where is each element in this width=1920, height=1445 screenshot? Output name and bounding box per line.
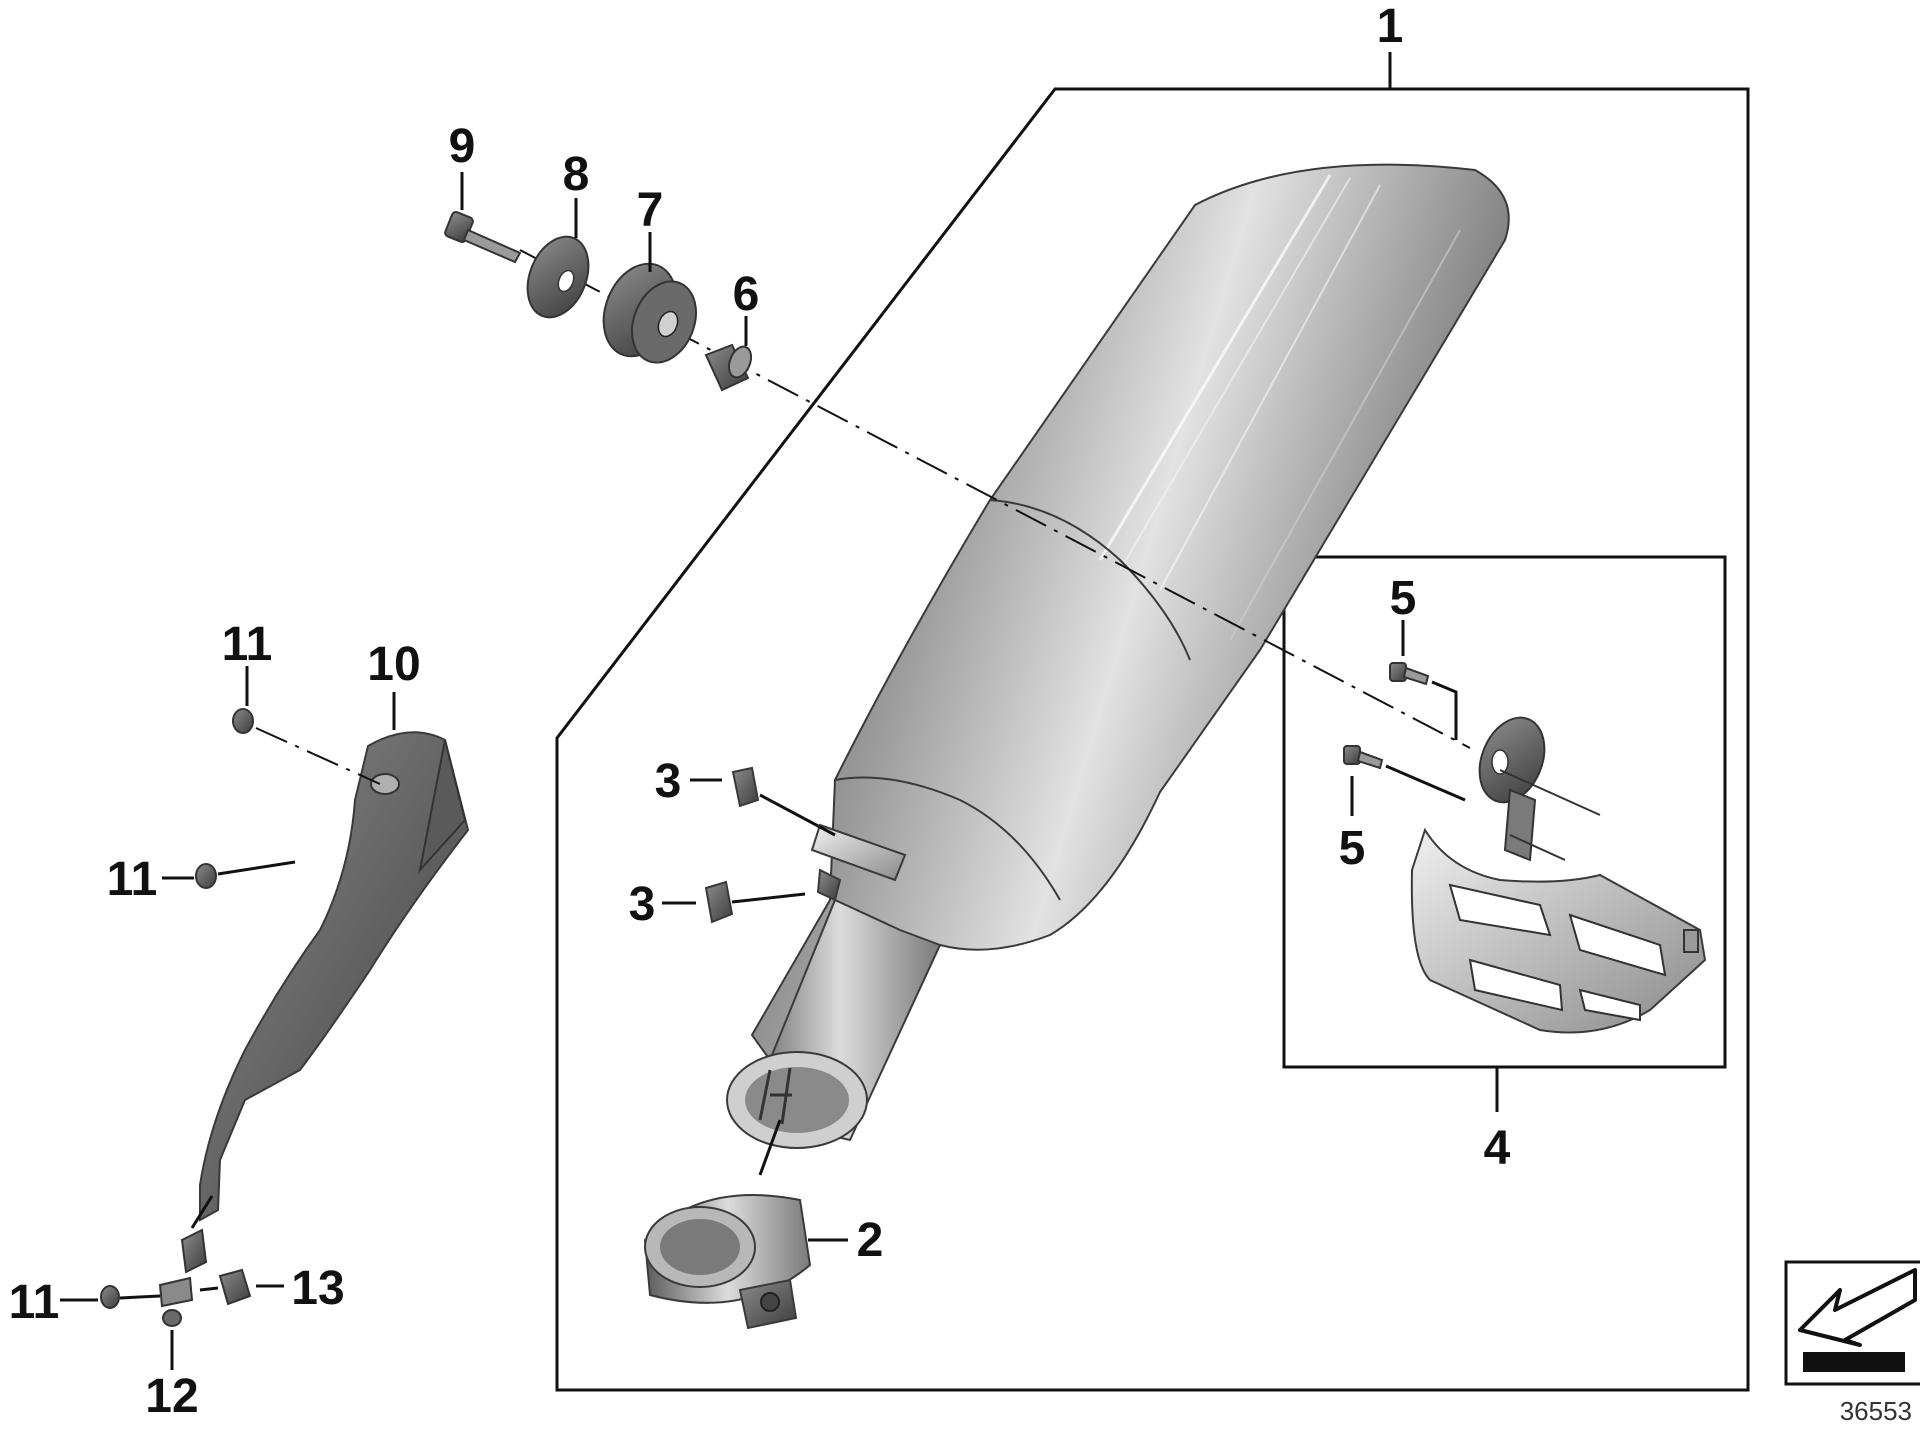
muffler-body: [726, 163, 1510, 1149]
callout-1: 1: [1377, 0, 1404, 53]
callout-12: 12: [145, 1370, 198, 1423]
assembly-frame-1: [555, 87, 1750, 1392]
callout-10: 10: [367, 638, 420, 691]
callout-4: 4: [1484, 1122, 1511, 1175]
clip-part-3-lower: [704, 880, 734, 924]
bracket-part-4: [1410, 716, 1707, 1034]
axis-11b: [217, 860, 296, 876]
nut-part-13: [218, 1268, 252, 1306]
callout-2: 2: [857, 1214, 884, 1267]
direction-arrow-icon: [1784, 1260, 1920, 1386]
axis-11a: [255, 727, 381, 785]
leader-5a-axis: [1431, 680, 1458, 740]
bolt-part-9: [444, 211, 522, 264]
assembly-frame-4: [1282, 555, 1727, 1069]
callout-7: 7: [637, 184, 664, 237]
clamp-part-2: [643, 1194, 812, 1330]
leader-3a-axis: [759, 793, 836, 837]
axis-13: [199, 1286, 219, 1292]
callout-3-upper: 3: [655, 755, 682, 808]
callout-5-lower: 5: [1339, 822, 1366, 875]
screw-part-11-middle: [195, 863, 217, 889]
screw-part-5-lower: [1343, 745, 1384, 770]
grommet-part-7: [602, 262, 697, 364]
clip-part-3-upper: [731, 766, 760, 808]
callout-11-middle: 11: [107, 853, 158, 906]
axis-12: [190, 1195, 214, 1229]
washer-part-8: [526, 235, 590, 319]
bushing-part-6: [704, 343, 753, 392]
callout-5-upper: 5: [1390, 572, 1417, 625]
screw-part-5-upper: [1389, 662, 1430, 686]
callout-6: 6: [733, 268, 760, 321]
screw-part-11-lower: [100, 1285, 120, 1309]
axis-11c: [119, 1294, 161, 1300]
callout-11-upper: 11: [222, 618, 273, 671]
callout-13: 13: [291, 1262, 344, 1315]
screw-part-11-upper: [232, 708, 254, 734]
leader-2b: [758, 1119, 782, 1176]
leader-5b-axis: [1385, 764, 1466, 802]
catalog-number: 36553: [1840, 1396, 1912, 1426]
callout-3-lower: 3: [629, 878, 656, 931]
leader-3b-axis: [731, 892, 806, 904]
callout-11-lower: 11: [9, 1276, 60, 1329]
heat-shield-part-10: [199, 731, 470, 1222]
callout-9: 9: [449, 120, 476, 173]
bracket-part-12: [158, 1228, 208, 1327]
callout-8: 8: [563, 148, 590, 201]
